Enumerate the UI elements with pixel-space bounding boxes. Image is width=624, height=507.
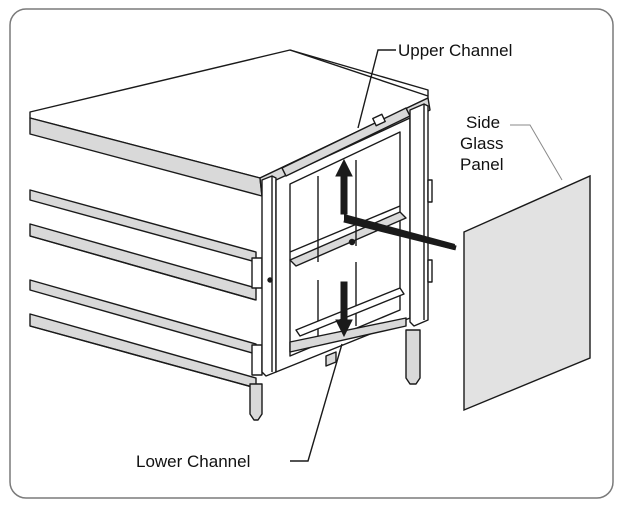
lower-channel-leader bbox=[290, 343, 343, 462]
leg-right bbox=[405, 329, 421, 385]
leg-middle bbox=[325, 351, 337, 367]
leg-left bbox=[249, 383, 263, 421]
side-panel-label-line1: Side bbox=[466, 113, 500, 132]
side-panel-leader bbox=[510, 124, 563, 181]
lower-channel-label: Lower Channel bbox=[136, 452, 250, 471]
installation-arrows bbox=[335, 158, 457, 338]
arrow-down-icon bbox=[335, 281, 353, 338]
upper-channel-leader bbox=[357, 49, 396, 129]
lower-channel-bar bbox=[289, 317, 407, 353]
upper-channel-label: Upper Channel bbox=[398, 41, 512, 60]
corner-post-back bbox=[409, 103, 429, 327]
side-glass-panel bbox=[463, 174, 591, 412]
display-case-cabinet bbox=[29, 49, 433, 421]
side-panel-label-line3: Panel bbox=[460, 155, 503, 174]
side-panel-label-line2: Glass bbox=[460, 134, 503, 153]
corner-post-front bbox=[261, 175, 277, 377]
